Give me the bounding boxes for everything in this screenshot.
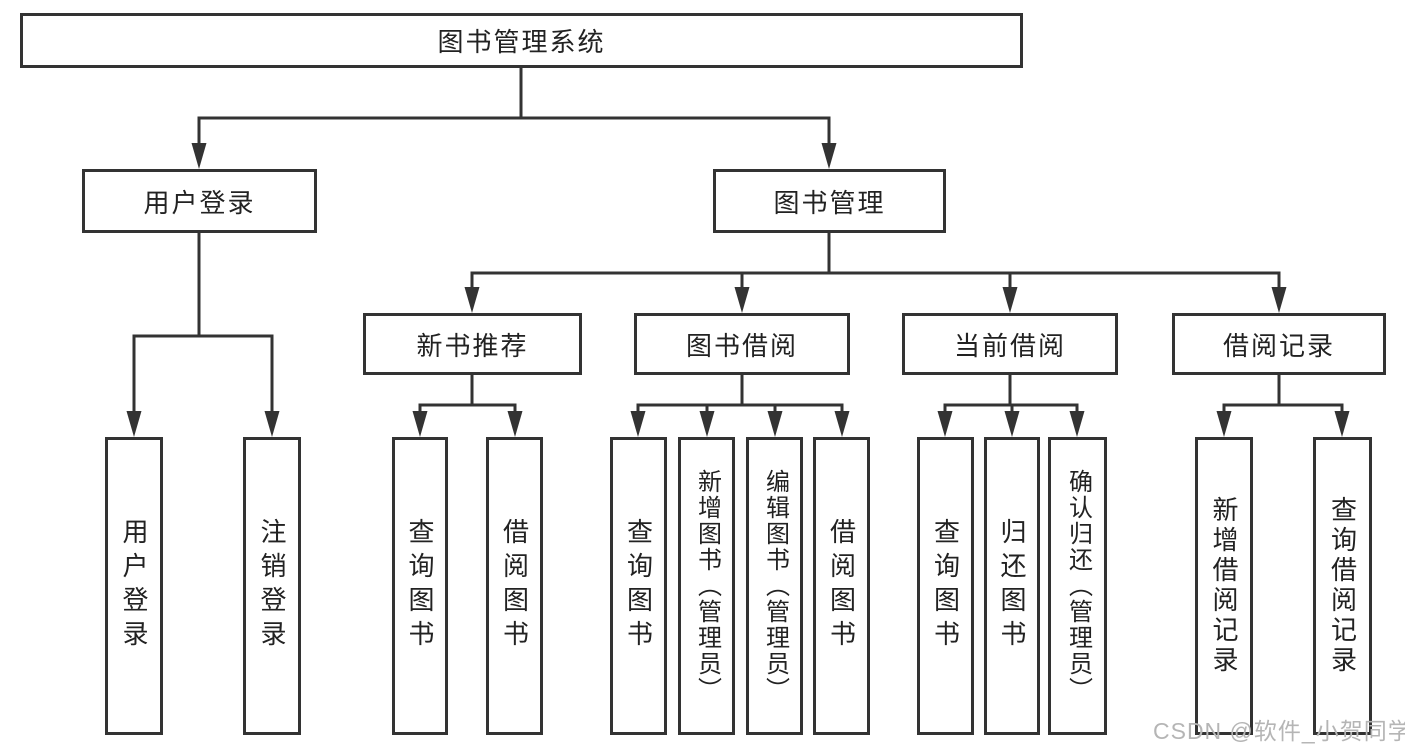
- leaf-query-borrow-record: 查询借阅记录: [1313, 437, 1372, 735]
- connector-records-to-leaves: [1222, 375, 1344, 415]
- connector-root-to-level2: [197, 68, 831, 147]
- node-current-borrow: 当前借阅: [902, 313, 1118, 375]
- arrow-icon: [1216, 411, 1232, 437]
- node-label: 编辑图书（管理员）: [761, 469, 789, 703]
- arrow-icon: [1334, 411, 1350, 437]
- node-label: 查询图书: [405, 518, 435, 654]
- csdn-watermark: CSDN @软件_小贺同学: [1153, 718, 1405, 744]
- arrow-icon: [1002, 287, 1018, 313]
- node-label: 新书推荐: [416, 330, 529, 361]
- leaf-query-books-borrow: 查询图书: [610, 437, 667, 735]
- connector-current-to-leaves: [943, 375, 1079, 415]
- arrow-icon: [464, 287, 480, 313]
- node-book-borrow: 图书借阅: [634, 313, 850, 375]
- node-label: 借阅图书: [499, 518, 530, 654]
- connector-login-to-leaves: [132, 233, 274, 415]
- node-book-management: 图书管理: [713, 169, 946, 233]
- leaf-logout: 注销登录: [243, 437, 301, 735]
- arrow-icon: [630, 411, 646, 437]
- leaf-query-books-recommend: 查询图书: [392, 437, 448, 735]
- node-root-system: 图书管理系统: [20, 13, 1023, 68]
- arrow-icon: [1004, 411, 1020, 437]
- node-label: 归还图书: [997, 518, 1027, 654]
- leaf-add-books-admin: 新增图书（管理员）: [678, 437, 735, 735]
- node-label: 图书管理系统: [437, 27, 606, 57]
- node-label: 图书借阅: [685, 330, 798, 361]
- arrow-icon: [1271, 287, 1287, 313]
- node-label: 新增图书（管理员）: [693, 469, 721, 703]
- node-label: 查询借阅记录: [1327, 496, 1358, 676]
- connector-borrow-to-leaves: [636, 375, 844, 415]
- leaf-edit-books-admin: 编辑图书（管理员）: [746, 437, 803, 735]
- arrow-icon: [699, 411, 715, 437]
- arrow-icon: [264, 411, 280, 437]
- node-label: 图书管理: [773, 187, 886, 218]
- arrow-icon: [1069, 411, 1085, 437]
- leaf-user-login: 用户登录: [105, 437, 163, 735]
- node-borrow-records: 借阅记录: [1172, 313, 1386, 375]
- node-label: 注销登录: [257, 518, 287, 654]
- connector-recommend-to-leaves: [418, 375, 517, 415]
- node-label: 当前借阅: [953, 330, 1066, 361]
- arrow-icon: [507, 411, 523, 437]
- node-label: 借阅记录: [1222, 330, 1335, 361]
- arrow-icon: [937, 411, 953, 437]
- arrow-icon: [767, 411, 783, 437]
- node-user-login: 用户登录: [82, 169, 317, 233]
- node-new-book-recommend: 新书推荐: [363, 313, 582, 375]
- node-label: 借阅图书: [826, 518, 857, 654]
- node-label: 确认归还（管理员）: [1064, 469, 1092, 703]
- node-label: 用户登录: [143, 187, 256, 218]
- leaf-borrow-books: 借阅图书: [813, 437, 870, 735]
- arrow-icon: [734, 287, 750, 313]
- arrow-icon: [821, 143, 837, 169]
- arrow-icon: [834, 411, 850, 437]
- leaf-query-books-current: 查询图书: [917, 437, 974, 735]
- arrowheads: [126, 143, 1350, 437]
- arrow-icon: [126, 411, 142, 437]
- node-label: 用户登录: [119, 518, 149, 654]
- node-label: 查询图书: [930, 518, 961, 654]
- connector-mgmt-to-level3: [470, 233, 1281, 291]
- leaf-return-books: 归还图书: [984, 437, 1040, 735]
- arrow-icon: [412, 411, 428, 437]
- leaf-add-borrow-record: 新增借阅记录: [1195, 437, 1253, 735]
- leaf-borrow-books-recommend: 借阅图书: [486, 437, 543, 735]
- node-label: 查询图书: [623, 518, 654, 654]
- leaf-confirm-return-admin: 确认归还（管理员）: [1048, 437, 1107, 735]
- node-label: 新增借阅记录: [1209, 496, 1239, 676]
- arrow-icon: [191, 143, 207, 169]
